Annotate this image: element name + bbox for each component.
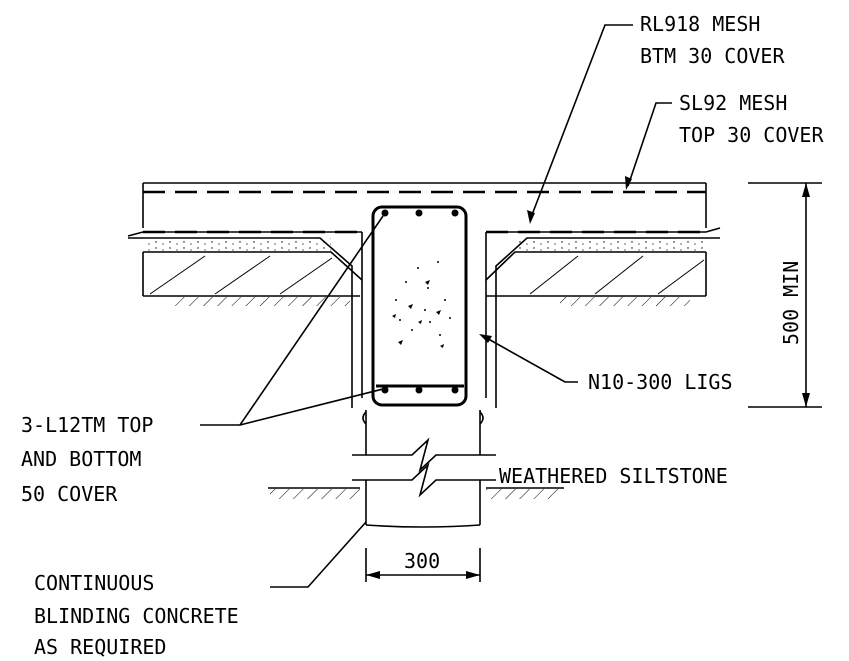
- concrete-texture: [392, 261, 451, 348]
- rl918-label-line1: RL918 MESH: [640, 12, 760, 36]
- top-bar-2: [415, 209, 423, 217]
- sl92-label-line1: SL92 MESH: [679, 91, 787, 115]
- ligs-label: N10-300 LIGS: [588, 370, 733, 394]
- depth-dimension: [748, 182, 822, 408]
- depth-label: 500 MIN: [779, 261, 803, 345]
- sl92-leader: [627, 102, 672, 187]
- beam-stem: [268, 205, 564, 528]
- bottom-bar-2: [415, 386, 423, 394]
- sl92-label-line2: TOP 30 COVER: [679, 123, 824, 147]
- bars-label-line3: 50 COVER: [21, 482, 118, 506]
- bars-label-line1: 3-L12TM TOP: [21, 413, 153, 437]
- ligature: [371, 205, 468, 407]
- blinding-label-line1: CONTINUOUS: [34, 571, 154, 595]
- fill-layer: [142, 252, 707, 306]
- bars-label-line2: AND BOTTOM: [21, 447, 141, 471]
- rl918-label-line2: BTM 30 COVER: [640, 44, 785, 68]
- top-bar-3: [451, 209, 459, 217]
- blinding-label-line2: BLINDING CONCRETE: [34, 604, 239, 628]
- bottom-bar-1: [381, 386, 389, 394]
- bars-leader-bottom: [239, 388, 384, 426]
- sand-layer: [128, 237, 720, 300]
- blinding-label-line3: AS REQUIRED: [34, 635, 166, 659]
- blinding-leader: [270, 521, 367, 588]
- width-dimension: [365, 548, 481, 582]
- break-line-bottom: [352, 462, 496, 498]
- slab: [127, 182, 721, 237]
- leaders: [200, 24, 672, 588]
- break-line-top: [352, 437, 496, 473]
- top-bar-1: [381, 209, 389, 217]
- width-label: 300: [404, 549, 440, 573]
- ligs-leader: [482, 335, 578, 383]
- bottom-bar-3: [451, 386, 459, 394]
- rl918-leader: [529, 24, 633, 221]
- siltstone-label: WEATHERED SILTSTONE: [499, 464, 728, 488]
